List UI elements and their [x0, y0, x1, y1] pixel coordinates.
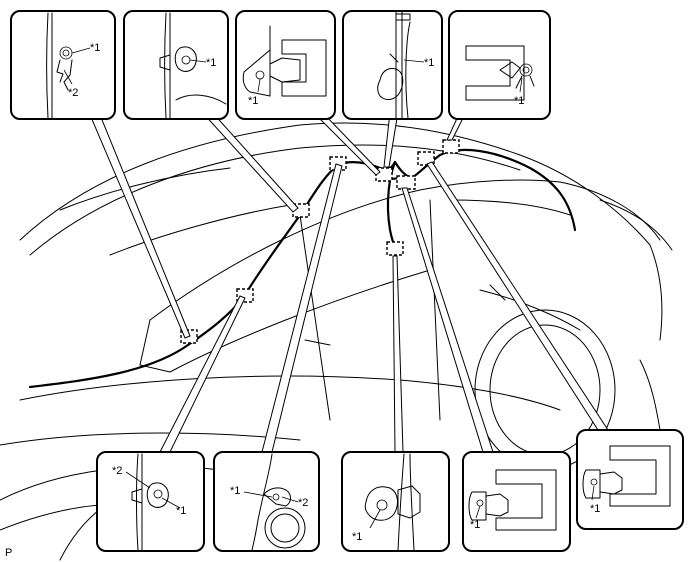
callout-label: *1 [248, 95, 258, 107]
detail-panel-9: *1 [462, 451, 571, 552]
callout-label: *1 [90, 42, 100, 54]
detail-panel-4: *1 [342, 10, 443, 120]
callout-label: *2 [112, 465, 122, 477]
callout-label: *1 [176, 505, 186, 517]
callout-label: *1 [352, 531, 362, 543]
callout-label: *1 [424, 57, 434, 69]
wire-harness [28, 148, 577, 389]
detail-panel-6: *2 *1 [96, 451, 205, 552]
detail-panel-7: *1 *2 [213, 451, 320, 552]
callout-label: *1 [590, 503, 600, 515]
corner-code-label: P [5, 547, 12, 559]
detail-panel-3: *1 [235, 10, 336, 120]
detail-panel-8: *1 [341, 451, 450, 552]
detail-panel-5: *1 [448, 10, 551, 120]
callout-label: *1 [514, 95, 524, 107]
callout-label: *1 [206, 57, 216, 69]
vehicle-body-outline [0, 122, 673, 561]
clip-marker [386, 241, 404, 256]
detail-panel-1: *1 *2 [10, 10, 116, 120]
callout-label: *1 [470, 519, 480, 531]
clip-marker [417, 151, 435, 166]
leader-lines [87, 109, 609, 453]
detail-panel-2: *1 [123, 10, 229, 120]
clip-marker [396, 175, 416, 190]
detail-panel-10: *1 [576, 429, 684, 530]
callout-label: *1 [230, 485, 240, 497]
clip-marker [442, 139, 460, 154]
callout-label: *2 [298, 497, 308, 509]
callout-label: *2 [68, 87, 78, 99]
